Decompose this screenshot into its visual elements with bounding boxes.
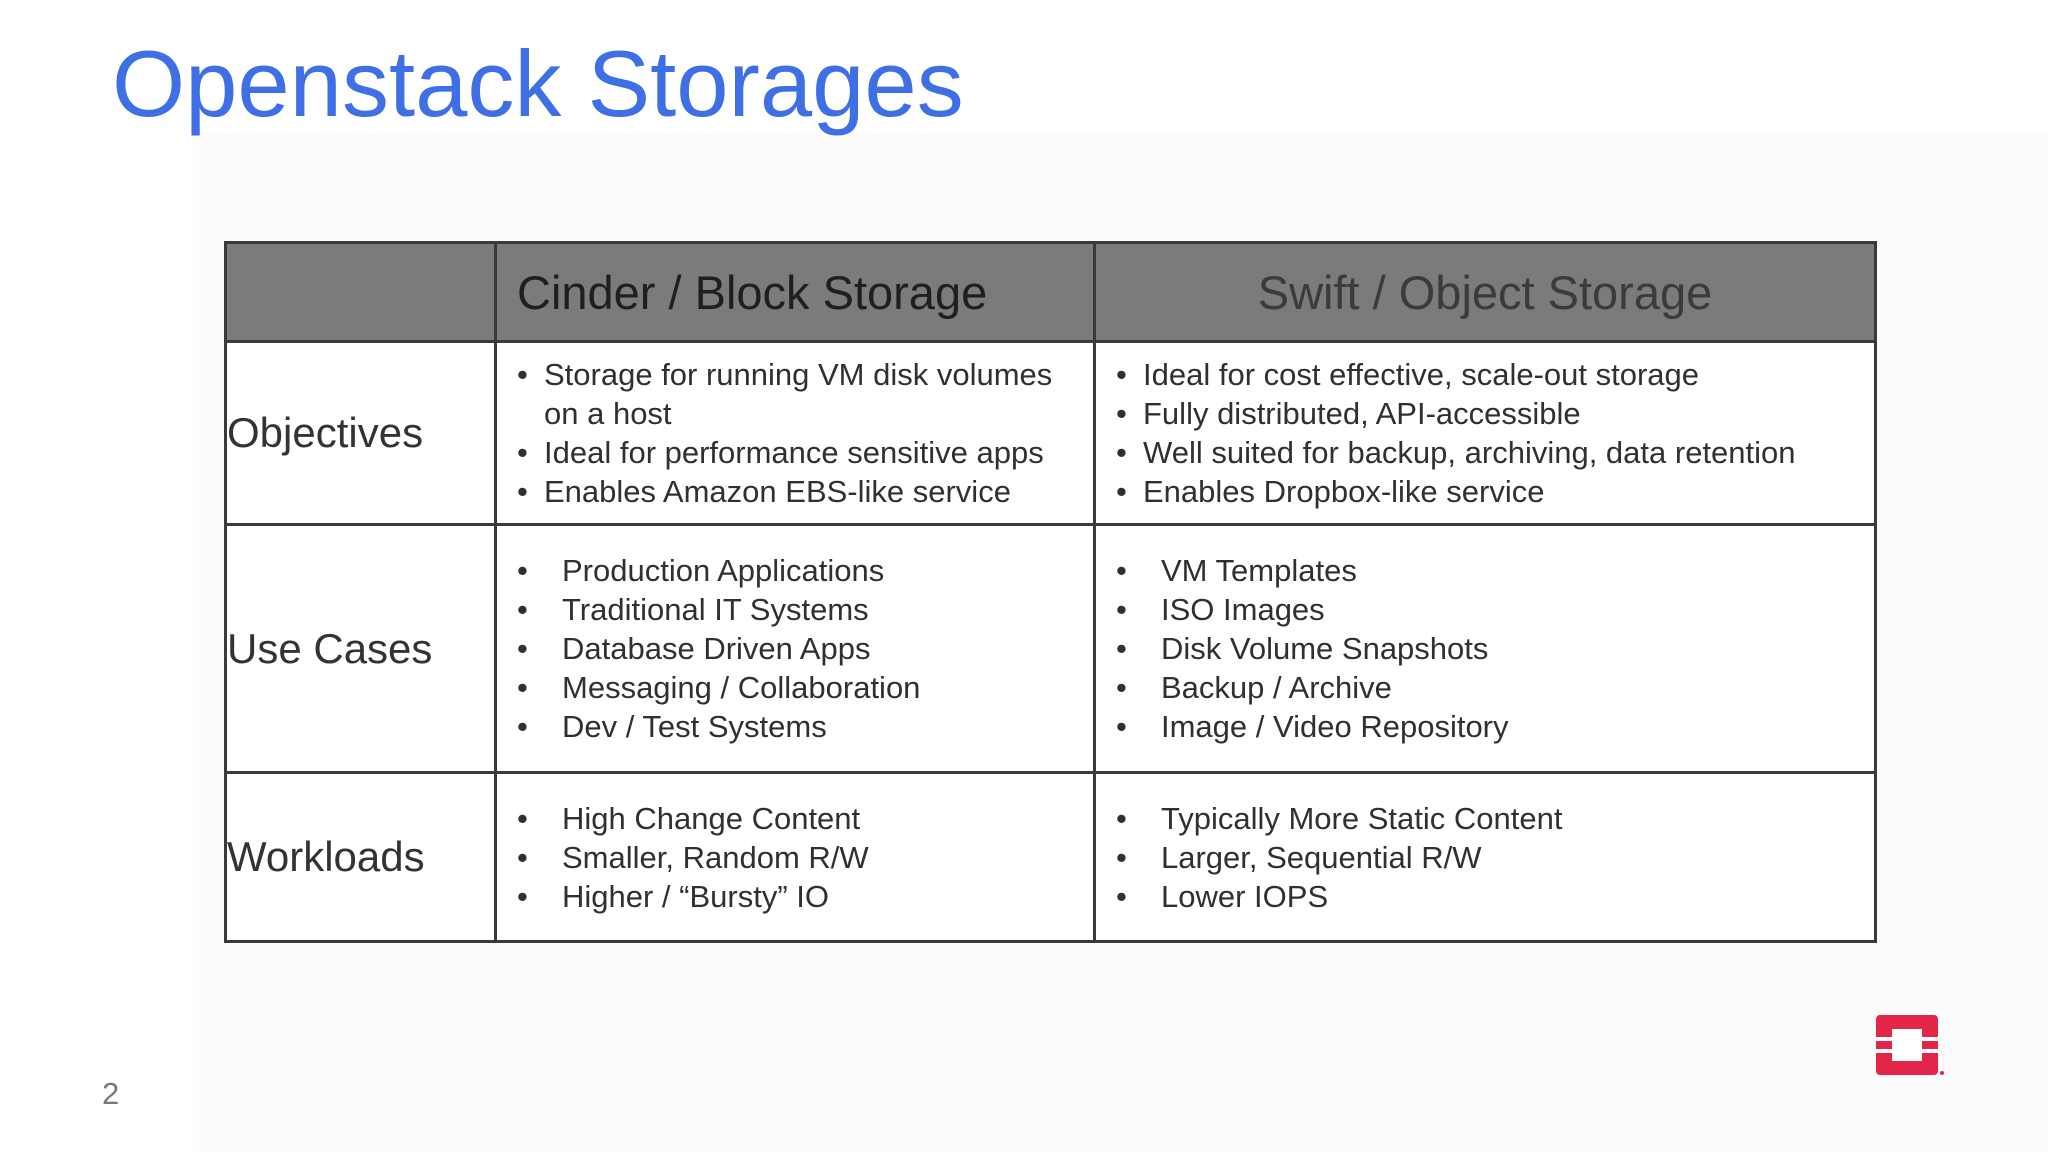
list-item: Disk Volume Snapshots bbox=[1096, 629, 1874, 668]
list-item: Larger, Sequential R/W bbox=[1096, 838, 1874, 877]
list-item: Ideal for performance sensitive apps bbox=[497, 433, 1093, 472]
storage-comparison-table: Cinder / Block Storage Swift / Object St… bbox=[224, 241, 1877, 943]
swift-objectives-cell: Ideal for cost effective, scale-out stor… bbox=[1093, 340, 1877, 526]
list-item: Enables Dropbox-like service bbox=[1096, 472, 1874, 511]
column-header-cinder: Cinder / Block Storage bbox=[494, 241, 1096, 343]
cinder-use-cases-cell: Production Applications Traditional IT S… bbox=[494, 523, 1096, 774]
list-item: Traditional IT Systems bbox=[497, 590, 1093, 629]
list-item: Ideal for cost effective, scale-out stor… bbox=[1096, 355, 1874, 394]
table-row-workloads: Workloads High Change Content Smaller, R… bbox=[224, 771, 1877, 943]
table-row-use-cases: Use Cases Production Applications Tradit… bbox=[224, 523, 1877, 774]
swift-objectives-list: Ideal for cost effective, scale-out stor… bbox=[1096, 343, 1874, 523]
list-item: Enables Amazon EBS-like service bbox=[497, 472, 1093, 511]
row-label-use-cases: Use Cases bbox=[224, 523, 497, 774]
list-item: Backup / Archive bbox=[1096, 668, 1874, 707]
cinder-use-cases-list: Production Applications Traditional IT S… bbox=[497, 539, 1093, 758]
swift-use-cases-list: VM Templates ISO Images Disk Volume Snap… bbox=[1096, 539, 1874, 758]
column-header-swift: Swift / Object Storage bbox=[1093, 241, 1877, 343]
row-label-objectives: Objectives bbox=[224, 340, 497, 526]
list-item: Image / Video Repository bbox=[1096, 707, 1874, 746]
list-item: Lower IOPS bbox=[1096, 877, 1874, 916]
slide-title: Openstack Storages bbox=[112, 31, 964, 136]
list-item: Production Applications bbox=[497, 551, 1093, 590]
row-label-workloads: Workloads bbox=[224, 771, 497, 943]
openstack-logo-icon bbox=[1876, 1015, 1944, 1075]
list-item: Storage for running VM disk volumes on a… bbox=[497, 355, 1064, 433]
swift-use-cases-cell: VM Templates ISO Images Disk Volume Snap… bbox=[1093, 523, 1877, 774]
page-number: 2 bbox=[102, 1076, 120, 1111]
list-item: VM Templates bbox=[1096, 551, 1874, 590]
list-item: Typically More Static Content bbox=[1096, 799, 1874, 838]
list-item: Dev / Test Systems bbox=[497, 707, 1093, 746]
list-item: Smaller, Random R/W bbox=[497, 838, 1093, 877]
table-row-objectives: Objectives Storage for running VM disk v… bbox=[224, 340, 1877, 526]
list-item: Database Driven Apps bbox=[497, 629, 1093, 668]
cinder-workloads-cell: High Change Content Smaller, Random R/W … bbox=[494, 771, 1096, 943]
table-header-row: Cinder / Block Storage Swift / Object St… bbox=[224, 241, 1877, 343]
list-item: Well suited for backup, archiving, data … bbox=[1096, 433, 1874, 472]
list-item: Messaging / Collaboration bbox=[497, 668, 1093, 707]
swift-workloads-cell: Typically More Static Content Larger, Se… bbox=[1093, 771, 1877, 943]
cinder-objectives-list: Storage for running VM disk volumes on a… bbox=[497, 343, 1093, 523]
list-item: High Change Content bbox=[497, 799, 1093, 838]
swift-workloads-list: Typically More Static Content Larger, Se… bbox=[1096, 787, 1874, 928]
cinder-workloads-list: High Change Content Smaller, Random R/W … bbox=[497, 787, 1093, 928]
list-item: Fully distributed, API-accessible bbox=[1096, 394, 1874, 433]
list-item: Higher / “Bursty” IO bbox=[497, 877, 1093, 916]
list-item: ISO Images bbox=[1096, 590, 1874, 629]
table-corner-cell bbox=[224, 241, 497, 343]
cinder-objectives-cell: Storage for running VM disk volumes on a… bbox=[494, 340, 1096, 526]
